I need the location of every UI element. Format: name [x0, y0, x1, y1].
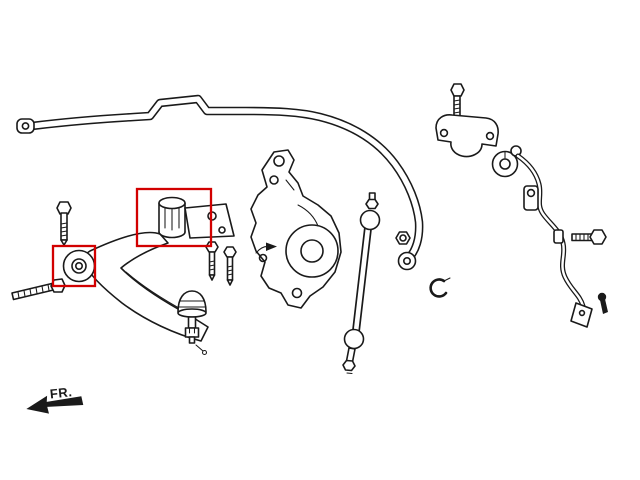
link-upper-socket	[359, 209, 381, 231]
bar-left-eye	[16, 118, 35, 134]
pivot-bolt	[56, 201, 72, 246]
stabilizer-bushing-bracket	[435, 114, 499, 158]
fr-arrow-icon	[26, 395, 84, 414]
link-nut	[395, 231, 411, 245]
highlight-box-front-bushing	[51, 244, 97, 288]
retaining-clip	[429, 277, 451, 298]
link-lower-socket	[343, 328, 365, 350]
harness-bolt	[571, 229, 607, 245]
stabilizer-link	[342, 192, 381, 375]
stabilizer-bracket-bolt	[450, 83, 465, 117]
stabilizer-bushing	[491, 150, 519, 178]
ball-joint	[177, 290, 208, 356]
hub-bore	[285, 224, 339, 278]
abs-sensor-harness	[510, 145, 593, 328]
front-bushing-bolt	[11, 278, 66, 301]
bar-right-eye	[397, 251, 417, 271]
rear-bushing	[158, 196, 235, 239]
fr-label: FR.	[49, 384, 73, 401]
bracket-mount-bolts	[205, 241, 237, 286]
harness-clip	[553, 229, 564, 244]
assembly-direction-arrow	[255, 242, 277, 254]
push-pin	[597, 292, 608, 314]
front-bushing	[62, 249, 96, 283]
stabilizer-bar	[16, 94, 424, 271]
bushing-bracket-plate	[184, 203, 235, 239]
steering-knuckle	[250, 149, 342, 309]
fr-direction-marker: FR.	[26, 384, 84, 414]
highlight-box-rear-bushing	[135, 187, 213, 248]
